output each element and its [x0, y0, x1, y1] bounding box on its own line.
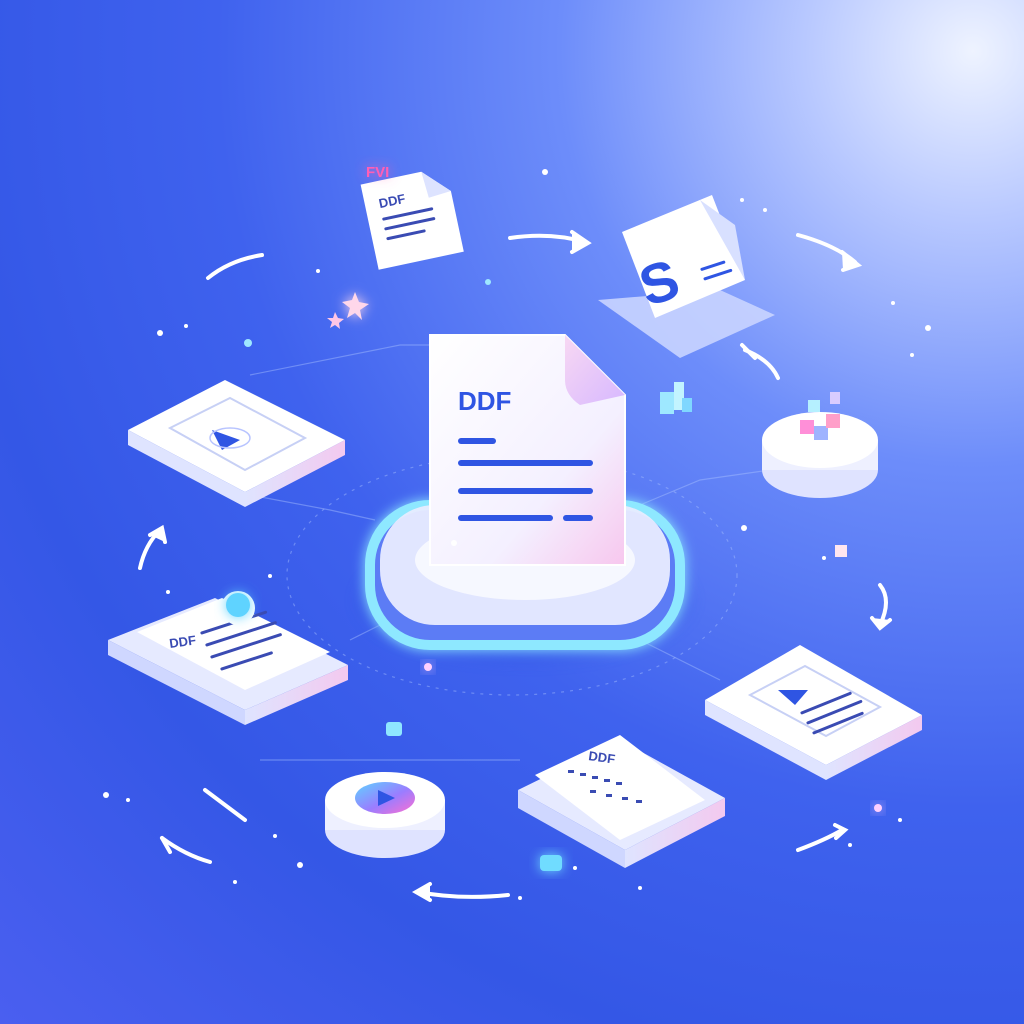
- small-cube-icon: [660, 382, 692, 414]
- play-icon-2: [778, 690, 808, 705]
- small-cube-icon-4: [835, 545, 847, 557]
- right-cylinder: [762, 392, 878, 498]
- play-icon: [212, 430, 240, 450]
- small-cube-icon-3: [540, 855, 562, 871]
- top-document-tag: FVI: [366, 164, 389, 181]
- center-document-title: DDF: [458, 386, 511, 416]
- cube-icon: [800, 392, 840, 440]
- cycle-arrow-icons: [138, 230, 892, 902]
- bottom-card-title: DDF: [588, 748, 617, 767]
- center-document-lines: [458, 438, 593, 521]
- top-document-title: DDF: [377, 191, 406, 211]
- bottom-left-cylinder: [325, 772, 445, 858]
- left-upper-card: [128, 380, 345, 507]
- right-lower-card: [705, 645, 922, 780]
- center-document: DDF: [429, 334, 626, 566]
- top-right-document: S: [598, 195, 775, 358]
- status-dot-icon: [226, 593, 250, 617]
- left-card-title: DDF: [168, 632, 197, 651]
- top-document: DDF: [360, 171, 464, 270]
- small-cube-icon-2: [386, 722, 402, 736]
- sparkle-icons: [103, 169, 931, 900]
- left-lower-card: DDF: [108, 591, 348, 725]
- bottom-card: DDF: [518, 735, 725, 868]
- play-icon-3: [378, 790, 395, 806]
